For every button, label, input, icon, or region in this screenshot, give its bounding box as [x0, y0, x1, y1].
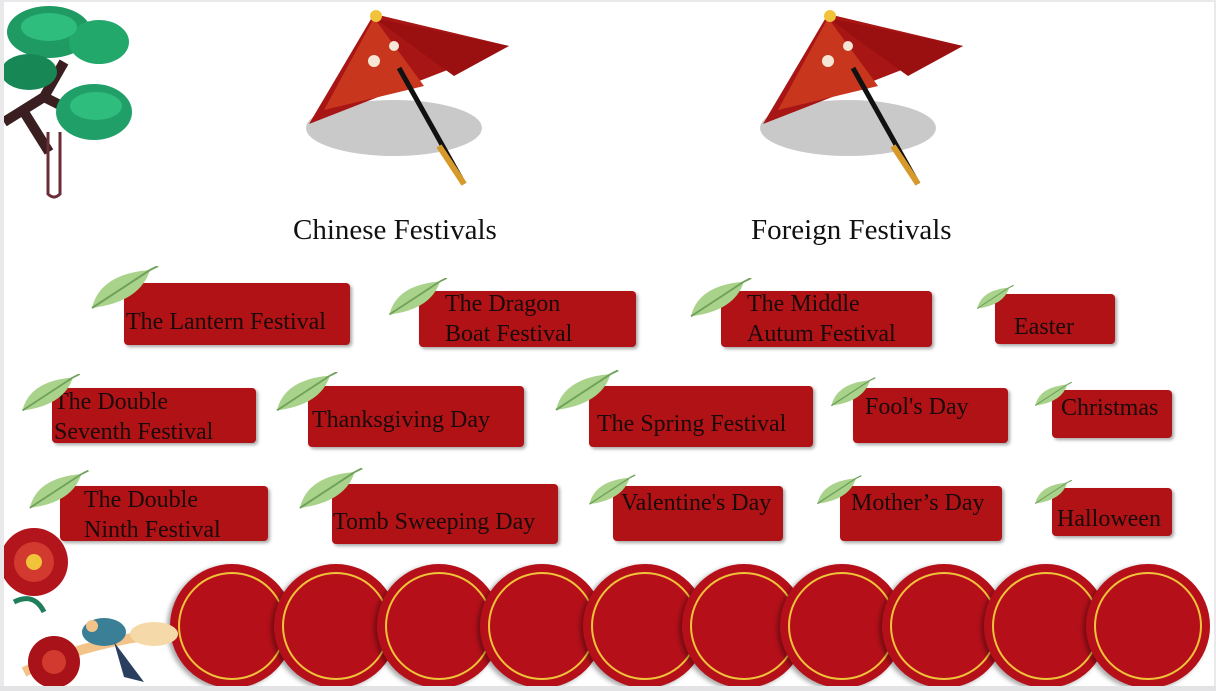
- leaf-icon: [1034, 381, 1073, 407]
- leaf-icon: [589, 474, 636, 505]
- festival-label: Tomb Sweeping Day: [333, 509, 536, 535]
- leaf-icon: [830, 377, 876, 407]
- festival-label: The Dragon Boat Festival: [445, 291, 573, 347]
- festival-card[interactable]: The Dragon Boat Festival: [419, 291, 636, 347]
- leaf-icon: [690, 278, 752, 318]
- festival-label: Halloween: [1057, 506, 1161, 532]
- leaf-icon: [388, 278, 448, 316]
- festival-label: The Middle Autum Festival: [747, 291, 896, 347]
- leaf-icon: [1034, 479, 1073, 505]
- festival-label: Thanksgiving Day: [312, 407, 490, 433]
- pine-tree-icon: [4, 6, 132, 199]
- festival-card[interactable]: Tomb Sweeping Day: [332, 484, 558, 544]
- leaf-icon: [299, 468, 363, 509]
- peony-bird-icon: [4, 528, 178, 686]
- slide: Chinese Festivals Foreign Festivals The …: [4, 2, 1214, 686]
- festival-card[interactable]: Thanksgiving Day: [308, 386, 524, 447]
- festival-label: Fool's Day: [865, 394, 969, 420]
- festival-label: The Lantern Festival: [126, 309, 326, 335]
- festival-label: Valentine's Day: [621, 490, 772, 516]
- umbrella-icon: [760, 10, 963, 186]
- festival-label: The Double Seventh Festival: [54, 389, 214, 445]
- festival-card[interactable]: The Double Ninth Festival: [60, 486, 268, 543]
- leaf-icon: [91, 266, 159, 309]
- festival-card[interactable]: The Double Seventh Festival: [52, 388, 256, 445]
- festival-label: Mother’s Day: [851, 490, 985, 516]
- leaf-icon: [816, 475, 862, 505]
- decorative-circle: [1086, 564, 1210, 686]
- festival-card[interactable]: The Lantern Festival: [124, 283, 350, 345]
- festival-label: The Spring Festival: [597, 411, 787, 437]
- umbrella-icon: [306, 10, 509, 186]
- leaf-icon: [21, 374, 81, 412]
- leaf-icon: [976, 284, 1015, 310]
- festival-card[interactable]: Christmas: [1052, 390, 1172, 438]
- festival-label: Easter: [1014, 314, 1074, 340]
- festival-label: The Double Ninth Festival: [84, 487, 221, 543]
- decorative-circle: [170, 564, 294, 686]
- festival-card[interactable]: Fool's Day: [853, 388, 1008, 443]
- festival-card[interactable]: The Middle Autum Festival: [721, 291, 932, 347]
- leaf-icon: [29, 470, 89, 509]
- festival-card[interactable]: Easter: [995, 294, 1115, 344]
- heading-foreign-festivals: Foreign Festivals: [751, 214, 952, 246]
- leaf-icon: [555, 370, 619, 411]
- festival-card[interactable]: Valentine's Day: [613, 486, 783, 541]
- festival-card[interactable]: Mother’s Day: [840, 486, 1002, 541]
- heading-chinese-festivals: Chinese Festivals: [293, 214, 497, 246]
- festival-card[interactable]: Halloween: [1052, 488, 1172, 536]
- festival-card[interactable]: The Spring Festival: [589, 386, 813, 447]
- festival-label: Christmas: [1061, 395, 1159, 421]
- leaf-icon: [276, 372, 338, 412]
- bottom-bar: [0, 686, 1216, 691]
